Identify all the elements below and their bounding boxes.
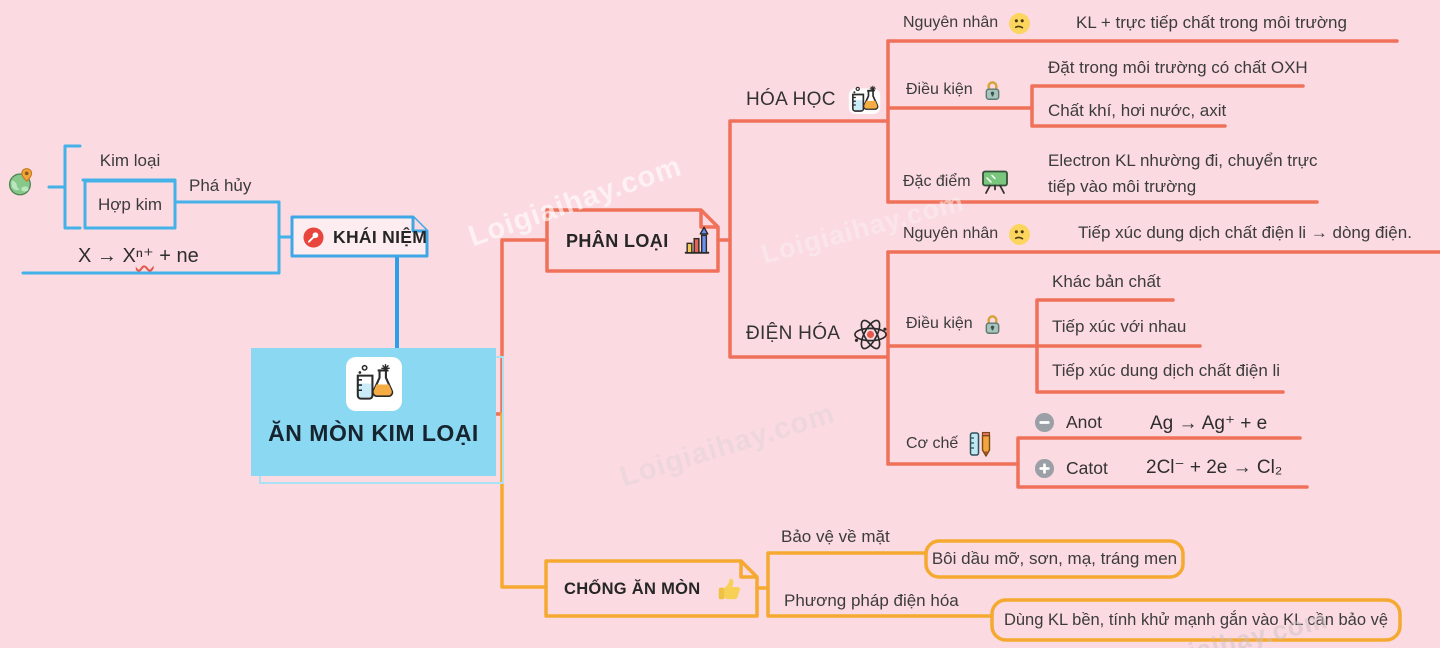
anode-row: Anot	[1034, 410, 1102, 434]
anode-equation: Ag → Ag⁺ + e	[1150, 413, 1268, 434]
chemical-cause-row: Nguyên nhân	[903, 10, 1031, 36]
electro-condition-label: Điều kiện	[906, 315, 973, 332]
anode-label: Anot	[1066, 411, 1102, 432]
electro-title: ĐIỆN HÓA	[746, 323, 841, 344]
hop-kim-box	[83, 179, 177, 230]
electro-condition-sub-bracket	[1035, 298, 1285, 394]
surface-method-box[interactable]	[924, 539, 1185, 579]
concept-metal-label: Kim loại	[99, 151, 161, 170]
chemical-condition-2: Chất khí, hơi nước, axit	[1048, 101, 1227, 120]
trunk-upper-line	[492, 238, 549, 416]
classification-title: PHÂN LOẠI	[566, 230, 669, 251]
chemical-condition-label: Điều kiện	[906, 81, 973, 98]
equation-pre: X → X	[78, 245, 136, 267]
concept-equation: X → Xⁿ⁺ + ne	[78, 243, 199, 268]
chemical-branch[interactable]: HÓA HỌC	[746, 82, 881, 118]
electro-cause-row: Nguyên nhân	[903, 221, 1031, 247]
cathode-row: Catot	[1034, 456, 1108, 480]
chemical-condition-1: Đặt trong môi trường có chất OXH	[1048, 58, 1308, 77]
chemistry-flask-icon	[351, 361, 397, 407]
chemical-condition-row: Điều kiện	[906, 77, 1002, 103]
surface-protection-label: Bảo vệ về mặt	[781, 527, 890, 546]
prevention-node-content[interactable]: CHỐNG ĂN MÒN	[564, 575, 743, 603]
flask-small-icon	[848, 84, 881, 117]
bar-chart-icon	[682, 226, 712, 256]
electro-method-text: Dùng KL bền, tính khử mạnh gắn vào KL cầ…	[1003, 610, 1389, 629]
classification-box-fold	[699, 210, 718, 229]
electro-condition-row: Điều kiện	[906, 311, 1002, 337]
mechanism-label: Cơ chế	[906, 435, 959, 452]
root-title: ĂN MÒN KIM LOẠI	[268, 420, 479, 446]
thumbs-up-icon	[715, 575, 743, 603]
concept-box-fold	[411, 217, 427, 233]
surface-method-text: Bôi dầu mỡ, sơn, mạ, tráng men	[931, 549, 1178, 568]
electro-cause-text: Tiếp xúc dung dịch chất điện li → dòng đ…	[1078, 223, 1412, 242]
prevention-box-fold	[739, 561, 757, 579]
equation-superscript: ⁿ⁺	[135, 245, 154, 267]
flask-icon-plate	[345, 357, 402, 411]
equation-branch-line	[21, 200, 281, 275]
mechanism-row: Cơ chế	[906, 430, 992, 458]
electro-cause-label: Nguyên nhân	[903, 225, 999, 242]
chemical-feature-row: Đặc điểm	[903, 168, 1009, 196]
ruler-pencil-icon	[968, 430, 992, 458]
concept-node-box[interactable]	[290, 215, 429, 258]
globe-pin-icon	[8, 167, 35, 196]
confused-face-icon	[1008, 12, 1031, 35]
concept-node-content[interactable]: KHÁI NIỆM	[303, 225, 427, 249]
cathode-label: Catot	[1066, 457, 1108, 478]
root-node[interactable]: ĂN MÒN KIM LOẠI	[251, 348, 496, 476]
minus-circle-icon	[1034, 412, 1055, 433]
electro-branch[interactable]: ĐIỆN HÓA	[746, 315, 889, 353]
chemical-cause-label: Nguyên nhân	[903, 14, 999, 31]
concept-bracket	[47, 144, 82, 230]
electro-method-box[interactable]	[990, 598, 1402, 642]
concept-alloy-label: Hợp kim	[97, 194, 163, 214]
lock-icon	[983, 79, 1002, 102]
trunk-lower-line	[500, 412, 548, 589]
type-bracket	[728, 119, 890, 359]
pushpin-icon	[303, 226, 324, 248]
electro-condition-2: Tiếp xúc với nhau	[1052, 317, 1187, 336]
concept-destroy-label: Phá hủy	[189, 176, 252, 195]
chalkboard-icon	[981, 169, 1009, 195]
chemical-condition-sub-bracket	[1030, 84, 1305, 128]
classification-node-content[interactable]: PHÂN LOẠI	[566, 224, 712, 258]
atom-icon	[852, 316, 889, 353]
prevention-node-box[interactable]	[544, 559, 759, 618]
cathode-equation: 2Cl⁻ + 2e → Cl₂	[1146, 457, 1283, 478]
chemical-title: HÓA HỌC	[746, 89, 836, 110]
electro-condition-3: Tiếp xúc dung dịch chất điện li	[1052, 361, 1281, 380]
concept-title: KHÁI NIỆM	[333, 226, 428, 247]
equation-post: + ne	[153, 245, 199, 267]
electro-condition-1: Khác bản chất	[1052, 272, 1161, 291]
confused-face-icon	[1008, 223, 1031, 246]
plus-circle-icon	[1034, 458, 1055, 479]
prevention-bracket	[766, 551, 994, 618]
prevention-title: CHỐNG ĂN MÒN	[564, 579, 701, 598]
electro-method-label: Phương pháp điện hóa	[784, 591, 959, 610]
chemical-feature-text: Electron KL nhường đi, chuyển trực tiếp …	[1048, 151, 1318, 196]
mechanism-sub-bracket	[1016, 436, 1309, 489]
chemical-feature-label: Đặc điểm	[903, 173, 971, 190]
classification-node-box[interactable]	[545, 208, 720, 273]
lock-icon	[983, 313, 1002, 336]
chemical-cause-text: KL + trực tiếp chất trong môi trường	[1076, 13, 1347, 32]
